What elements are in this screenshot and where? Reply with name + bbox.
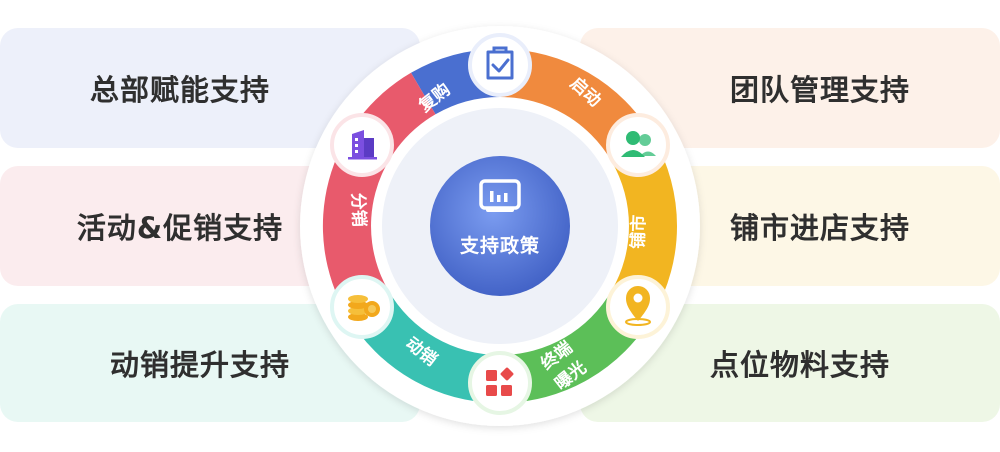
card-label: 动销提升支持 — [109, 348, 290, 382]
card-hq-enablement: 总部赋能支持 — [0, 28, 420, 148]
segment-label-store-coverage: 铺市 — [627, 214, 649, 249]
center-label: 支持政策 — [459, 234, 540, 257]
building-icon — [330, 113, 394, 177]
card-label: 铺市进店支持 — [729, 211, 910, 245]
location-pin-icon — [606, 275, 670, 339]
card-label: 团队管理支持 — [729, 73, 910, 107]
coins-icon — [330, 275, 394, 339]
segment-label-distribution: 分销 — [347, 192, 369, 227]
card-label: 总部赋能支持 — [89, 73, 270, 107]
card-sales-boost: 动销提升支持 — [0, 304, 420, 422]
card-label: 点位物料支持 — [709, 348, 890, 382]
policy-screen-icon — [479, 179, 521, 212]
center-circle — [430, 156, 570, 296]
segment-store-coverage — [611, 137, 678, 315]
card-label: 活动&促销支持 — [76, 211, 284, 245]
bag-check-icon — [468, 33, 532, 97]
users-icon — [606, 113, 670, 177]
apps-grid-icon — [468, 351, 532, 415]
